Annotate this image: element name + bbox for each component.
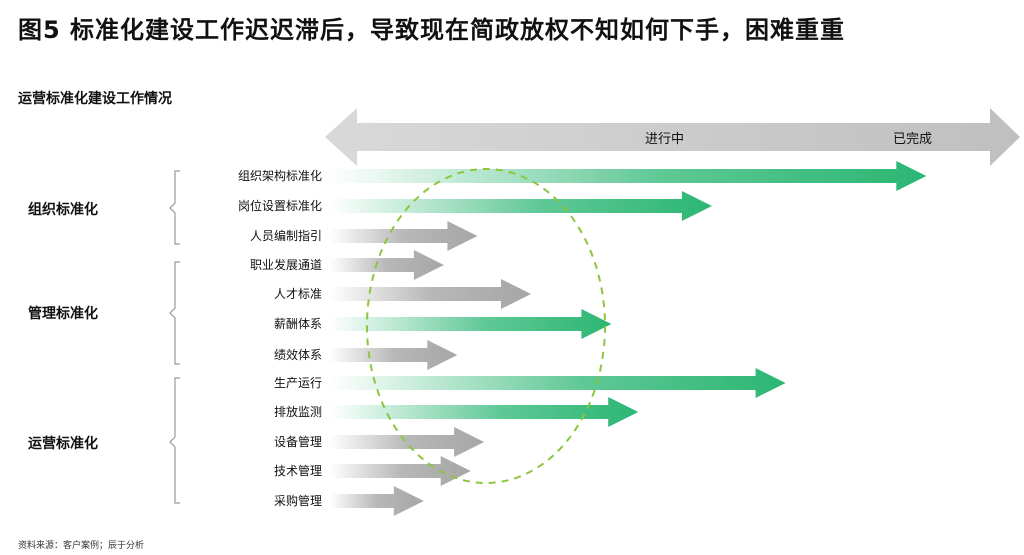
progress-arrow — [330, 456, 471, 486]
group-label-management: 管理标准化 — [28, 305, 98, 322]
progress-arrow — [330, 161, 927, 191]
item-label: 生产运行 — [274, 376, 322, 390]
group-bracket-operations — [169, 377, 180, 504]
group-bracket-management — [169, 261, 180, 365]
item-label: 职业发展通道 — [250, 257, 322, 272]
item-label: 设备管理 — [274, 434, 322, 449]
progress-arrow — [330, 309, 612, 339]
progress-arrow — [330, 340, 458, 370]
progress-arrow — [330, 279, 531, 309]
chart-subtitle: 运营标准化建设工作情况 — [18, 91, 172, 107]
progress-arrow — [330, 368, 786, 398]
page-title: 图5 标准化建设工作迟迟滞后，导致现在简政放权不知如何下手，困难重重 — [18, 16, 846, 44]
stage-done-label: 已完成 — [893, 132, 932, 147]
group-label-organization: 组织标准化 — [28, 201, 98, 218]
item-label: 采购管理 — [274, 493, 322, 508]
progress-arrow — [330, 191, 712, 221]
progress-arrow — [330, 250, 444, 280]
progress-arrow — [330, 486, 424, 516]
stage-in-progress-label: 进行中 — [645, 132, 684, 147]
stage-axis-arrow — [325, 108, 1020, 166]
item-label: 绩效体系 — [274, 347, 322, 362]
item-label: 人员编制指引 — [250, 228, 322, 243]
arrow-layer — [330, 161, 927, 516]
highlight-ellipse — [366, 168, 606, 484]
item-label: 排放监测 — [274, 404, 322, 419]
progress-arrow — [330, 427, 485, 457]
item-label: 技术管理 — [274, 463, 322, 478]
group-bracket-organization — [169, 170, 180, 245]
item-label: 岗位设置标准化 — [238, 198, 322, 213]
item-label: 薪酬体系 — [274, 317, 322, 331]
item-label: 组织架构标准化 — [238, 168, 322, 183]
source-note: 资料来源：客户案例；辰于分析 — [18, 541, 145, 551]
item-label-layer: 组织架构标准化岗位设置标准化人员编制指引职业发展通道人才标准薪酬体系绩效体系生产… — [238, 168, 322, 508]
group-label-operations: 运营标准化 — [28, 435, 98, 452]
item-label: 人才标准 — [274, 287, 322, 301]
progress-arrow — [330, 397, 639, 427]
progress-arrow — [330, 221, 478, 251]
